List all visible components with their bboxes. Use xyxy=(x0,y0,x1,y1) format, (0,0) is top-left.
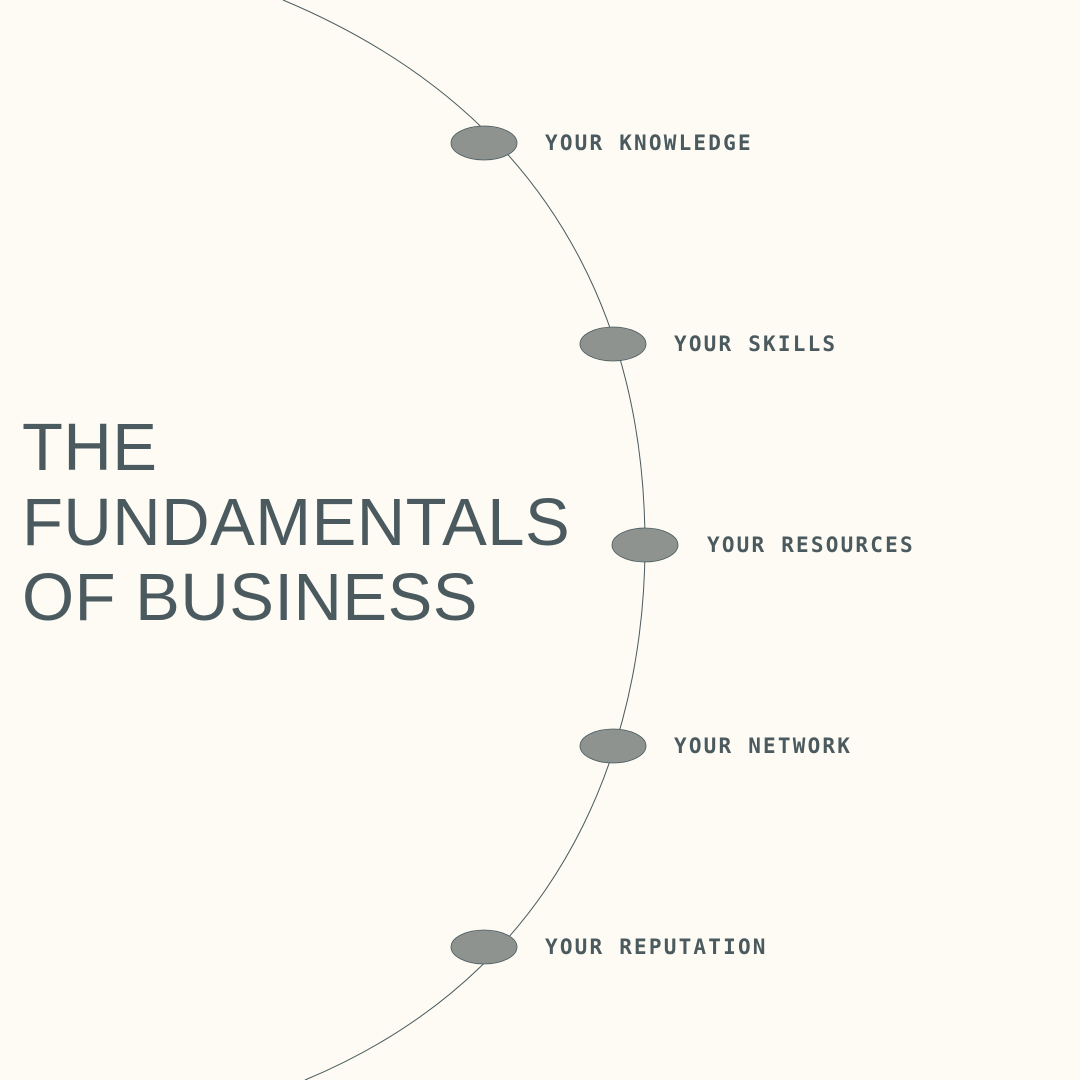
title-line-3: OF BUSINESS xyxy=(22,560,478,635)
label-knowledge: YOUR KNOWLEDGE xyxy=(545,131,753,155)
label-network: YOUR NETWORK xyxy=(674,734,853,758)
title-line-2: FUNDAMENTALS xyxy=(22,485,571,560)
node-network xyxy=(579,728,647,764)
node-skills xyxy=(579,326,647,362)
node-reputation xyxy=(450,929,518,965)
label-skills: YOUR SKILLS xyxy=(674,332,838,356)
node-resources xyxy=(611,527,679,563)
label-reputation: YOUR REPUTATION xyxy=(545,935,768,959)
diagram-title: THE FUNDAMENTALS OF BUSINESS xyxy=(22,410,570,635)
label-resources: YOUR RESOURCES xyxy=(707,533,915,557)
title-line-1: THE xyxy=(22,410,158,485)
node-knowledge xyxy=(450,125,518,161)
